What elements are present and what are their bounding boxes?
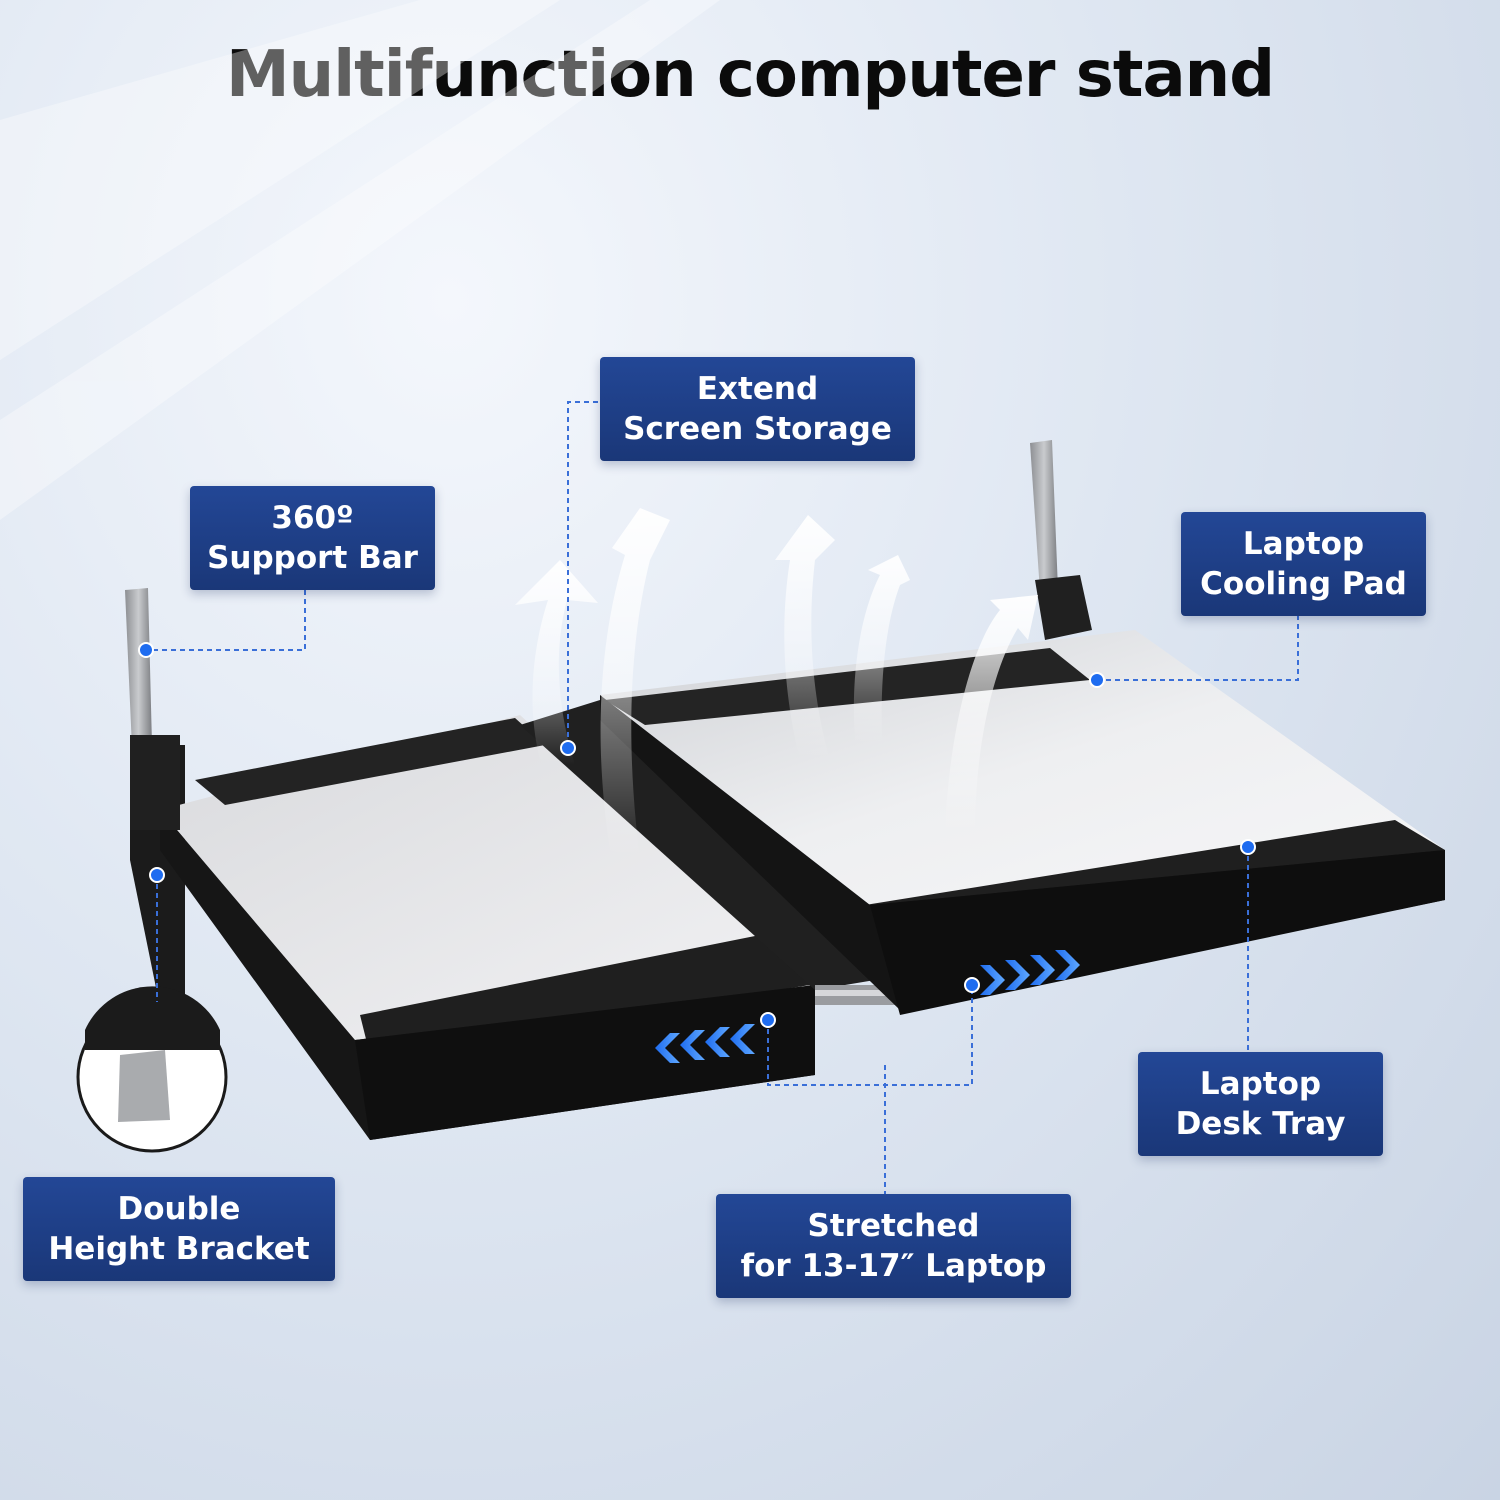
airflow-arrow-icon <box>945 595 1038 835</box>
callout-dot-icon <box>138 642 154 658</box>
left-tray <box>130 715 815 1140</box>
label-line: Screen Storage <box>623 411 892 447</box>
label-desk-tray: Laptop Desk Tray <box>1138 1052 1383 1156</box>
label-line: Double <box>117 1191 241 1227</box>
airflow-arrow-icon <box>853 555 910 745</box>
label-line: Desk Tray <box>1175 1106 1346 1142</box>
callout-dot-icon <box>560 740 576 756</box>
label-extend-screen-storage: Extend Screen Storage <box>600 357 915 461</box>
label-line: Stretched <box>807 1208 980 1244</box>
label-line: Cooling Pad <box>1200 566 1407 602</box>
left-chevrons-icon <box>655 1024 755 1063</box>
callout-dot-icon <box>1240 839 1256 855</box>
airflow-arrow-icon <box>515 560 598 765</box>
label-line: for 13-17″ Laptop <box>740 1248 1047 1284</box>
airflow-arrows <box>515 508 1038 860</box>
callout-dot-icon <box>964 977 980 993</box>
label-cooling-pad: Laptop Cooling Pad <box>1181 512 1426 616</box>
airflow-arrow-icon <box>600 508 670 860</box>
callout-dot-icon <box>1089 672 1105 688</box>
height-bracket-inset <box>76 986 228 1153</box>
label-stretched: Stretched for 13-17″ Laptop <box>716 1194 1071 1298</box>
label-line: Height Bracket <box>48 1231 310 1267</box>
airflow-arrow-icon <box>775 515 835 760</box>
callout-lines <box>146 401 1299 1195</box>
label-line: Support Bar <box>207 540 418 576</box>
callout-dot-icon <box>760 1012 776 1028</box>
label-line: Laptop <box>1242 526 1365 562</box>
label-line: Laptop <box>1199 1066 1322 1102</box>
label-height-bracket: Double Height Bracket <box>23 1177 335 1281</box>
label-support-bar: 360º Support Bar <box>190 486 435 590</box>
label-line: 360º <box>271 500 354 536</box>
right-chevrons-icon <box>980 950 1080 995</box>
light-rays <box>0 0 720 520</box>
page-title: Multifunction computer stand <box>225 38 1275 112</box>
label-line: Extend <box>696 371 819 407</box>
right-support-bar <box>1030 440 1092 640</box>
left-support-bar <box>125 588 180 830</box>
callout-dots <box>138 642 1256 1028</box>
callout-dot-icon <box>149 867 165 883</box>
